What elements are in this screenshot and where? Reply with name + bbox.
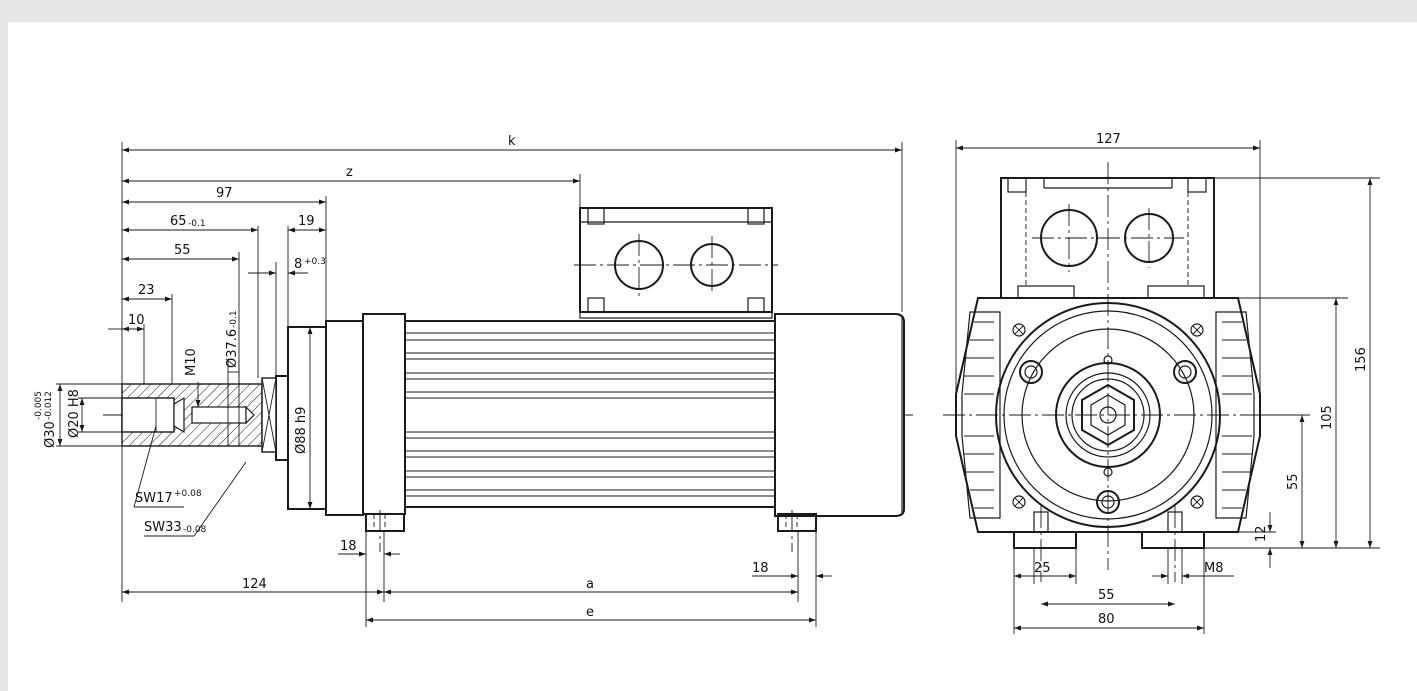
dim-d30: Ø30 [43,421,58,448]
dim-sw33-tol: -0.08 [183,525,207,535]
dim-e: e [586,605,594,620]
dim-8-tol: +0.3 [304,257,326,267]
dim-k: k [508,134,516,149]
front-view: 127 156 105 55 12 25 55 80 M8 [943,132,1380,634]
dim-d30-tol-low: -0.012 [44,391,54,420]
dim-d37: Ø37.6 [225,329,240,368]
side-view: k z 97 65 -0.1 55 23 10 19 8 +0.3 M10 Ø3… [34,134,913,627]
dim-97: 97 [216,186,233,201]
dim-8: 8 [294,257,302,272]
dim-124: 124 [242,577,267,592]
front-labels: 127 156 105 55 12 25 55 80 M8 [1034,132,1369,627]
dim-105: 105 [1320,405,1335,430]
dim-d30-tol-up: -0.005 [34,391,44,420]
side-terminal-box [574,207,778,319]
dim-55: 55 [174,243,191,258]
side-motor-body [275,313,905,552]
side-dimensions [56,142,903,627]
dim-18-right: 18 [752,561,769,576]
dim-sw17-tol: +0.08 [174,489,202,499]
dim-d88: Ø88 h9 [294,407,309,454]
dim-23: 23 [138,283,155,298]
dim-sw17: SW17 [135,491,173,506]
dim-10: 10 [128,313,145,328]
dim-55-vertical: 55 [1286,473,1301,490]
technical-drawing: k z 97 65 -0.1 55 23 10 19 8 +0.3 M10 Ø3… [34,132,1380,634]
dim-156: 156 [1354,347,1369,372]
dim-12: 12 [1254,525,1269,542]
dim-19: 19 [298,214,315,229]
dim-25: 25 [1034,561,1051,576]
dim-m8: M8 [1204,561,1224,576]
dim-127: 127 [1096,132,1121,147]
dim-z: z [346,165,353,180]
dim-65: 65 [170,214,187,229]
dim-65-tol: -0.1 [188,219,206,229]
drawing-frame: k z 97 65 -0.1 55 23 10 19 8 +0.3 M10 Ø3… [8,22,1417,691]
dim-a: a [586,577,594,592]
dim-d20: Ø20 H8 [67,389,82,438]
side-spindle-nose [121,377,277,453]
dim-sw33: SW33 [144,520,182,535]
front-terminal-box [1000,177,1215,299]
dim-m10: M10 [184,348,199,376]
dim-d37-tol: -0.1 [229,310,239,328]
dim-18-left: 18 [340,539,357,554]
front-dimensions [955,140,1380,634]
dim-80: 80 [1098,612,1115,627]
dim-55-horizontal: 55 [1098,588,1115,603]
side-labels: k z 97 65 -0.1 55 23 10 19 8 +0.3 M10 Ø3… [34,134,769,620]
